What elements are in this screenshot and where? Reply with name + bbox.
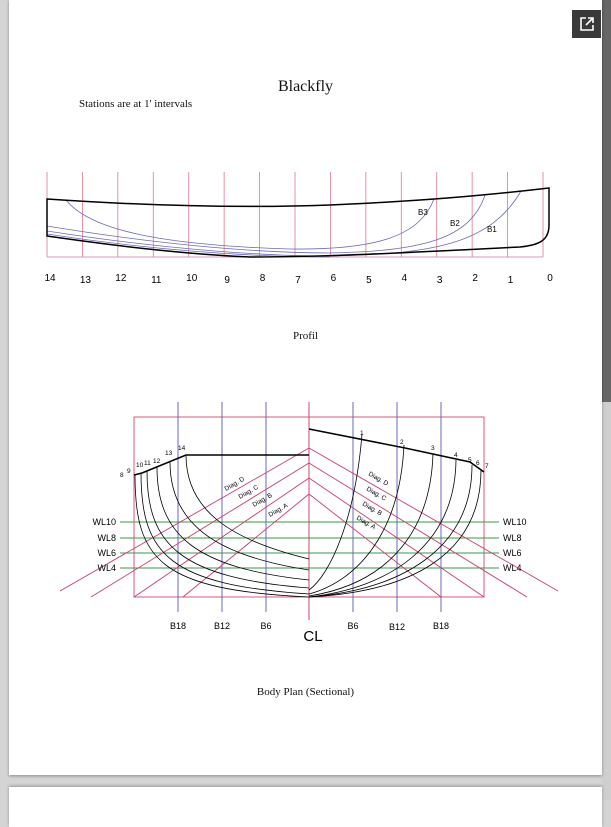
waterline-label: WL4 bbox=[503, 563, 522, 573]
station-label: 13 bbox=[80, 275, 92, 286]
station-label: 2 bbox=[472, 273, 478, 284]
station-label: 8 bbox=[120, 472, 124, 479]
external-link-icon bbox=[579, 17, 594, 31]
centerline-label: CL bbox=[303, 628, 322, 645]
popout-button[interactable] bbox=[572, 10, 601, 38]
profile-station-lines bbox=[46, 172, 544, 257]
buttock-label: B12 bbox=[214, 621, 230, 631]
station-label: 2 bbox=[400, 439, 404, 446]
station-label: 14 bbox=[44, 273, 56, 284]
waterline-label: WL6 bbox=[97, 548, 116, 558]
station-label: 11 bbox=[151, 275, 162, 286]
waterline-label: WL10 bbox=[92, 517, 116, 527]
buttock-label: B18 bbox=[433, 621, 449, 631]
station-label: 8 bbox=[260, 273, 266, 284]
scrollbar-thumb[interactable] bbox=[602, 0, 611, 402]
station-label: 3 bbox=[431, 445, 435, 452]
station-label: 5 bbox=[366, 275, 372, 286]
stations-note: Stations are at 1' intervals bbox=[79, 98, 193, 110]
station-label: 4 bbox=[454, 452, 458, 459]
buttock-label: B2 bbox=[450, 219, 460, 228]
pdf-page: Blackfly Stations are at 1' intervals Pr… bbox=[9, 0, 602, 775]
station-label: 12 bbox=[153, 458, 161, 465]
station-label: 5 bbox=[468, 457, 472, 464]
station-label: 6 bbox=[476, 460, 480, 467]
station-label: 9 bbox=[224, 275, 230, 286]
diagonal-label: Diag. D bbox=[367, 471, 390, 488]
waterline-label: WL10 bbox=[503, 517, 527, 527]
waterline-label: WL6 bbox=[503, 548, 522, 558]
diagonal-label: Diag. C bbox=[365, 486, 388, 503]
buttock-label: B6 bbox=[260, 621, 271, 631]
station-label: 13 bbox=[165, 450, 173, 457]
buttock-label: B1 bbox=[487, 225, 497, 234]
station-label: 3 bbox=[437, 275, 443, 286]
station-label: 0 bbox=[547, 273, 553, 284]
diagonal-label: Diag. B bbox=[361, 501, 383, 518]
station-label: 14 bbox=[178, 445, 186, 452]
station-label: 1 bbox=[508, 275, 514, 286]
buttock-label: B12 bbox=[389, 622, 405, 632]
station-label: 10 bbox=[136, 462, 144, 469]
buttock-label: B6 bbox=[347, 621, 358, 631]
bodyplan-sheer-left bbox=[133, 454, 309, 476]
waterline-label: WL8 bbox=[97, 533, 116, 543]
bodyplan-station-curves bbox=[134, 433, 482, 598]
station-label: 4 bbox=[402, 273, 408, 284]
document-title: Blackfly bbox=[277, 78, 334, 95]
bodyplan-sheer-right bbox=[308, 428, 485, 473]
bodyplan-caption: Body Plan (Sectional) bbox=[256, 686, 355, 698]
waterline-label: WL4 bbox=[97, 563, 116, 573]
station-label: 11 bbox=[144, 460, 151, 467]
station-label: 9 bbox=[127, 468, 131, 475]
station-label: 10 bbox=[186, 273, 198, 284]
diagonal-label: Diag. C bbox=[238, 484, 261, 501]
profile-caption: Profil bbox=[292, 330, 319, 342]
station-label: 7 bbox=[485, 463, 489, 470]
station-label: 7 bbox=[295, 275, 301, 286]
station-label: 1 bbox=[360, 430, 364, 437]
profile-hull-outline bbox=[46, 187, 550, 258]
station-label: 12 bbox=[115, 273, 127, 284]
waterline-label: WL8 bbox=[503, 533, 522, 543]
diagonal-label: Diag. B bbox=[252, 492, 274, 509]
buttock-label: B18 bbox=[170, 621, 186, 631]
buttock-label: B3 bbox=[418, 208, 428, 217]
station-label: 6 bbox=[331, 273, 337, 284]
pdf-page-next bbox=[9, 787, 602, 827]
